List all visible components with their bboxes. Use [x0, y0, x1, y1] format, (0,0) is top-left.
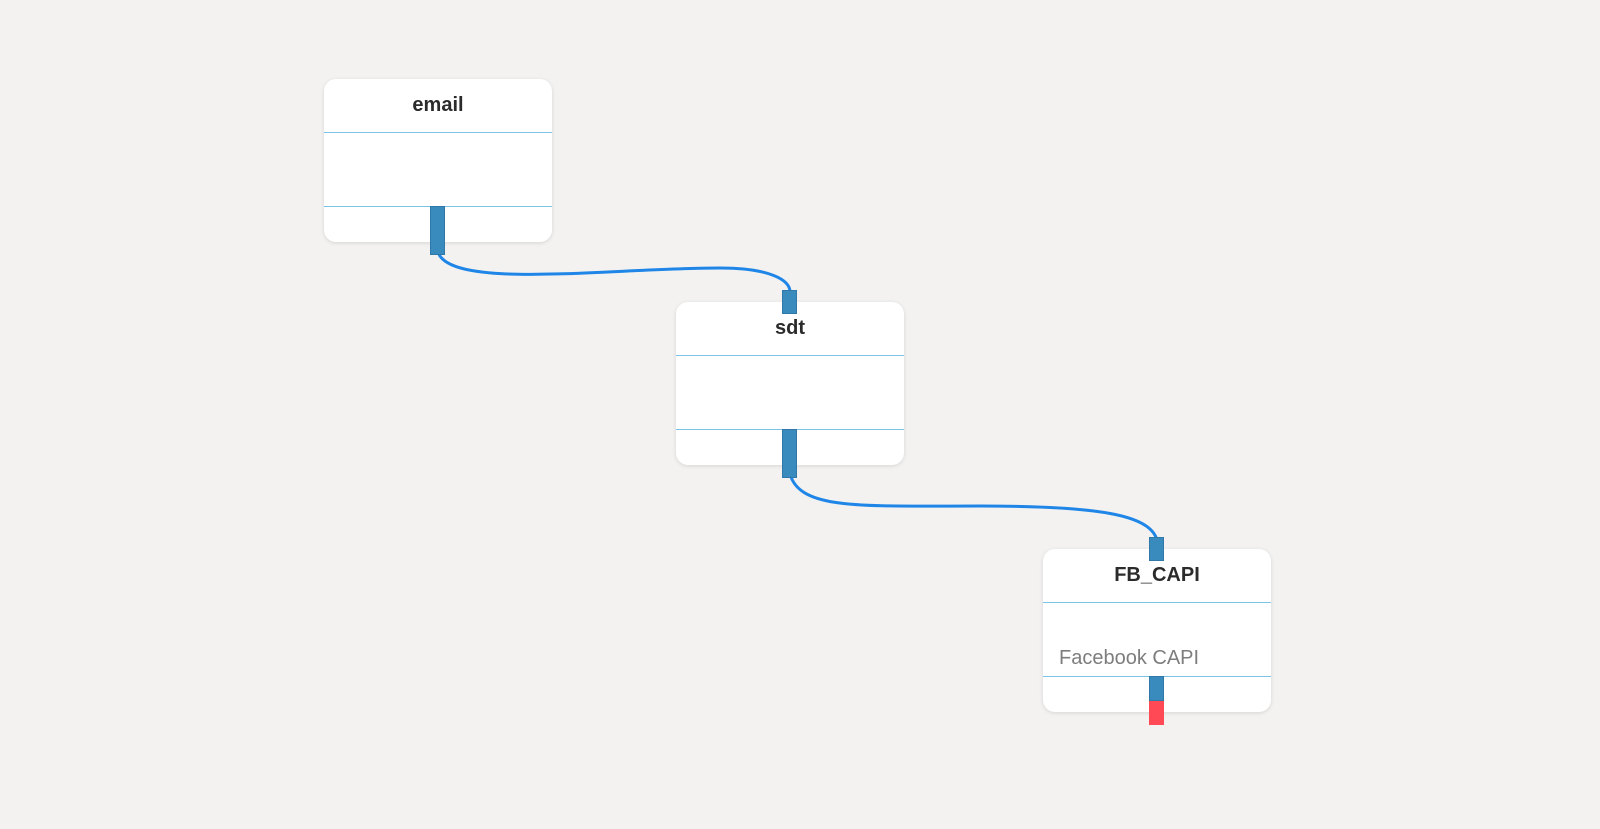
node-fb-capi[interactable]: FB_CAPI Facebook CAPI	[1043, 537, 1271, 725]
error-output-port[interactable]	[1149, 701, 1164, 725]
connection-sdt-to-fb-capi[interactable]	[788, 473, 1159, 541]
node-title: email	[324, 79, 552, 133]
node-body	[676, 356, 904, 430]
output-port[interactable]	[1149, 676, 1164, 701]
node-description: Facebook CAPI	[1059, 647, 1200, 669]
connection-email-to-sdt[interactable]	[436, 251, 792, 293]
node-body	[324, 133, 552, 207]
node-title: FB_CAPI	[1043, 549, 1271, 603]
input-port[interactable]	[782, 290, 797, 314]
node-title: sdt	[676, 302, 904, 356]
output-port[interactable]	[430, 206, 445, 255]
node-sdt[interactable]: sdt	[676, 290, 904, 478]
node-email[interactable]: email	[324, 79, 552, 255]
output-port[interactable]	[782, 429, 797, 478]
node-body: Facebook CAPI	[1043, 603, 1271, 677]
input-port[interactable]	[1149, 537, 1164, 561]
